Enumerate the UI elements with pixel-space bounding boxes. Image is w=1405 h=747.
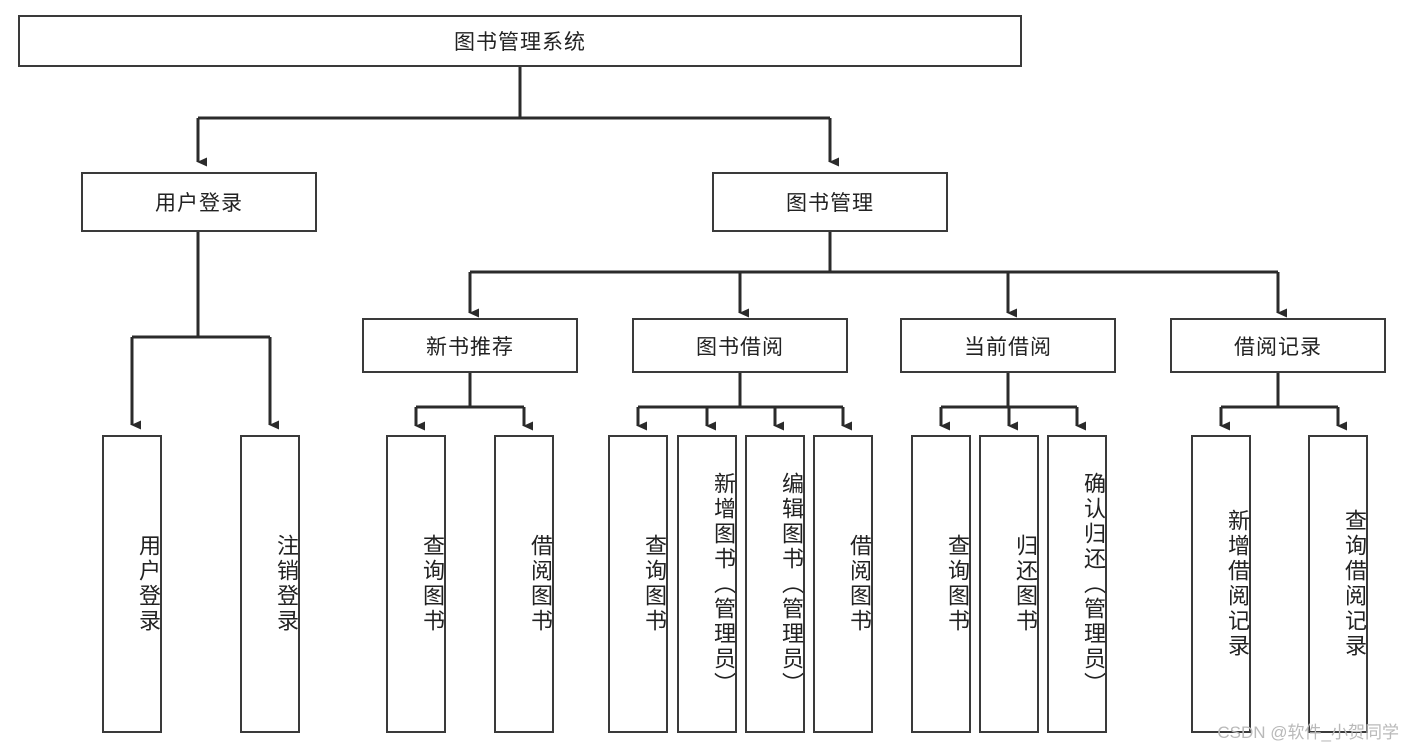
node-label: 图书借阅 [696,335,784,359]
leaf-borrow-book-recommend[interactable]: 借阅图书 [494,435,554,733]
leaf-logout[interactable]: 注销登录 [240,435,300,733]
node-label: 查询图书 [945,534,970,634]
leaf-confirm-return-admin[interactable]: 确认归还（管理员） [1047,435,1107,733]
leaf-add-book-admin[interactable]: 新增图书（管理员） [677,435,737,733]
node-label: 当前借阅 [964,335,1052,359]
node-label: 图书管理系统 [454,31,586,54]
leaf-edit-book-admin[interactable]: 编辑图书（管理员） [745,435,805,733]
node-book-management[interactable]: 图书管理 [712,172,948,232]
node-label: 编辑图书（管理员） [779,471,804,697]
node-label: 借阅图书 [528,534,553,634]
node-current-borrow[interactable]: 当前借阅 [900,318,1116,373]
node-label: 查询借阅记录 [1342,509,1367,659]
leaf-query-book-borrow[interactable]: 查询图书 [608,435,668,733]
node-root-book-management-system[interactable]: 图书管理系统 [18,15,1022,67]
node-label: 注销登录 [274,534,299,634]
leaf-query-borrow-record[interactable]: 查询借阅记录 [1308,435,1368,733]
leaf-query-book-recommend[interactable]: 查询图书 [386,435,446,733]
node-label: 图书管理 [786,192,874,215]
leaf-return-book[interactable]: 归还图书 [979,435,1039,733]
leaf-add-borrow-record[interactable]: 新增借阅记录 [1191,435,1251,733]
node-label: 借阅记录 [1234,335,1322,359]
node-label: 用户登录 [136,534,161,634]
node-label: 借阅图书 [847,534,872,634]
node-label: 查询图书 [420,534,445,634]
node-label: 归还图书 [1013,534,1038,634]
node-label: 新增图书（管理员） [711,471,736,697]
leaf-query-book-current[interactable]: 查询图书 [911,435,971,733]
node-book-borrow[interactable]: 图书借阅 [632,318,848,373]
node-user-login[interactable]: 用户登录 [81,172,317,232]
node-label: 用户登录 [155,192,243,215]
node-label: 确认归还（管理员） [1081,471,1106,697]
node-borrow-records[interactable]: 借阅记录 [1170,318,1386,373]
node-label: 新书推荐 [426,335,514,359]
node-new-book-recommend[interactable]: 新书推荐 [362,318,578,373]
leaf-user-login[interactable]: 用户登录 [102,435,162,733]
watermark-text: CSDN @软件_小贺同学 [1217,723,1399,742]
node-label: 新增借阅记录 [1225,509,1250,659]
node-label: 查询图书 [642,534,667,634]
leaf-borrow-book[interactable]: 借阅图书 [813,435,873,733]
